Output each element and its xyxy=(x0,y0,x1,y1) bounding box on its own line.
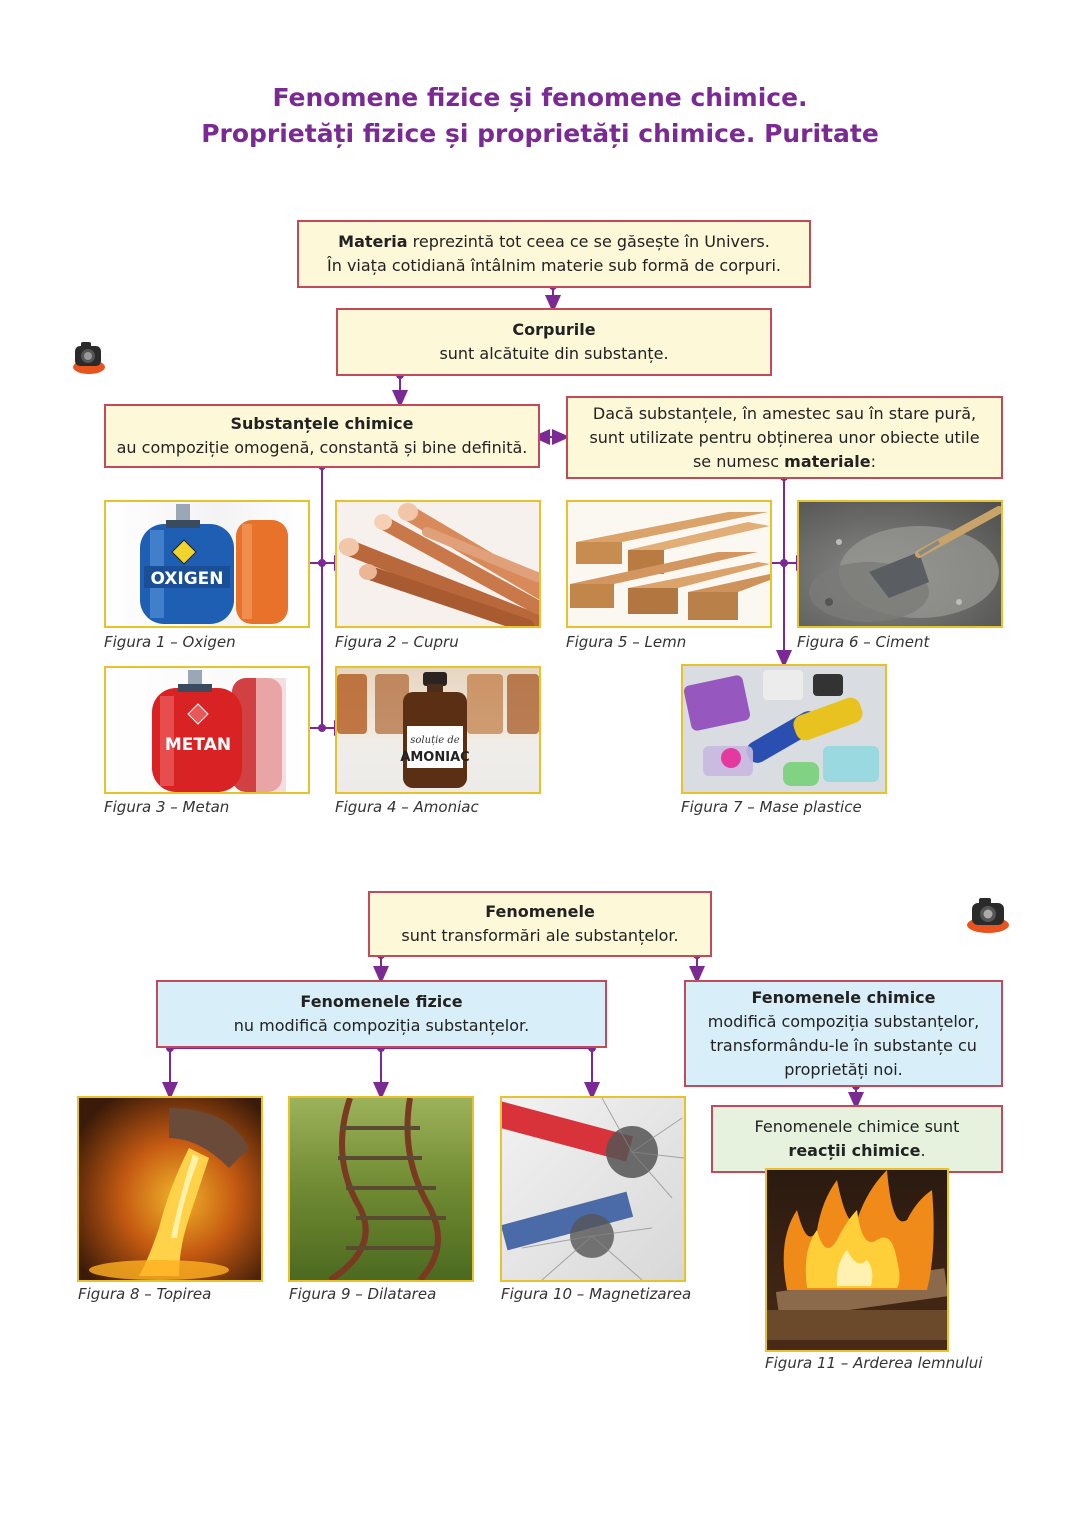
reactii-text: Fenomenele chimice sunt xyxy=(754,1117,960,1136)
amoniac-label-2: AMONIAC xyxy=(400,750,469,765)
substante-term: Substanțele chimice xyxy=(230,414,414,433)
fenomenele-box: Fenomenele sunt transformări ale substan… xyxy=(368,891,712,957)
figure-10-caption: Figura 10 – Magnetizarea xyxy=(501,1285,692,1303)
fenomene-fizice-term: Fenomenele fizice xyxy=(300,992,463,1011)
figure-ciment-image xyxy=(797,500,1003,628)
materiale-colon: : xyxy=(870,451,877,471)
fenomene-fizice-box: Fenomenele fizice nu modifică compoziția… xyxy=(156,980,607,1048)
page-title-line2: Proprietăți fizice și proprietăți chimic… xyxy=(201,119,879,148)
fenomene-fizice-text: nu modifică compoziția substanțelor. xyxy=(233,1016,530,1035)
materiale-text-3: se numesc xyxy=(692,451,785,471)
substante-box: Substanțele chimice au compoziție omogen… xyxy=(104,404,540,468)
figure-7-caption: Figura 7 – Mase plastice xyxy=(681,798,862,816)
fenomenele-term: Fenomenele xyxy=(485,902,595,921)
fenomene-chimice-box: Fenomenele chimice modifică compoziția s… xyxy=(684,980,1003,1087)
camera-icon[interactable] xyxy=(72,338,106,380)
figure-arderea-lemnului-image xyxy=(765,1168,949,1352)
fenomenele-text: sunt transformări ale substanțelor. xyxy=(401,926,679,945)
figure-3-caption: Figura 3 – Metan xyxy=(104,798,230,816)
materiale-term: materiale xyxy=(784,451,871,471)
figure-1-caption: Figura 1 – Oxigen xyxy=(104,633,236,651)
figure-2-caption: Figura 2 – Cupru xyxy=(335,633,459,651)
fenomene-chimice-term: Fenomenele chimice xyxy=(751,987,936,1007)
materia-text-2: În viața cotidiană întâlnim materie sub … xyxy=(327,256,781,275)
materiale-box: Dacă substanțele, în amestec sau în star… xyxy=(566,396,1003,479)
reactii-chimice-box: Fenomenele chimice sunt reacții chimice. xyxy=(711,1105,1003,1173)
figure-magnetizarea-image xyxy=(500,1096,686,1282)
metan-label: METAN xyxy=(165,735,231,755)
figure-mase-plastice-image xyxy=(681,664,887,794)
corpurile-text: sunt alcătuite din substanțe. xyxy=(439,344,669,363)
materiale-text-1: Dacă substanțele, în amestec sau în star… xyxy=(592,403,977,423)
figure-topirea-image xyxy=(77,1096,263,1282)
fenomene-chimice-text-1: modifică compoziția substanțelor, xyxy=(707,1011,980,1031)
figure-4-caption: Figura 4 – Amoniac xyxy=(335,798,479,816)
fenomene-chimice-text-2: transformându-le în substanțe cu xyxy=(710,1035,977,1055)
figure-amoniac-image: soluție de AMONIAC xyxy=(335,666,541,794)
substante-text: au compoziție omogenă, constantă și bine… xyxy=(116,438,528,457)
amoniac-label-1: soluție de xyxy=(410,735,460,746)
figure-11-caption: Figura 11 – Arderea lemnului xyxy=(765,1354,983,1372)
corpurile-box: Corpurile sunt alcătuite din substanțe. xyxy=(336,308,772,376)
oxigen-label: OXIGEN xyxy=(150,569,223,589)
reactii-dot: . xyxy=(920,1141,926,1160)
figure-oxigen-image: OXIGEN xyxy=(104,500,310,628)
camera-icon[interactable] xyxy=(966,895,1010,939)
fenomene-chimice-text-3: proprietăți noi. xyxy=(784,1059,903,1079)
figure-9-caption: Figura 9 – Dilatarea xyxy=(289,1285,437,1303)
figure-8-caption: Figura 8 – Topirea xyxy=(78,1285,212,1303)
figure-metan-image: METAN xyxy=(104,666,310,794)
figure-dilatarea-image xyxy=(288,1096,474,1282)
page-title-line1: Fenomene fizice și fenomene chimice. xyxy=(272,83,808,112)
reactii-term: reacții chimice xyxy=(788,1141,921,1160)
figure-6-caption: Figura 6 – Ciment xyxy=(797,633,930,651)
materiale-text-2: sunt utilizate pentru obținerea unor obi… xyxy=(589,427,980,447)
materia-term: Materia xyxy=(338,232,408,251)
materia-box: Materia reprezintă tot ceea ce se găseșt… xyxy=(297,220,811,288)
figure-lemn-image xyxy=(566,500,772,628)
figure-5-caption: Figura 5 – Lemn xyxy=(566,633,687,651)
materia-text: reprezintă tot ceea ce se găsește în Uni… xyxy=(407,232,770,251)
corpurile-term: Corpurile xyxy=(512,320,596,339)
figure-cupru-image xyxy=(335,500,541,628)
